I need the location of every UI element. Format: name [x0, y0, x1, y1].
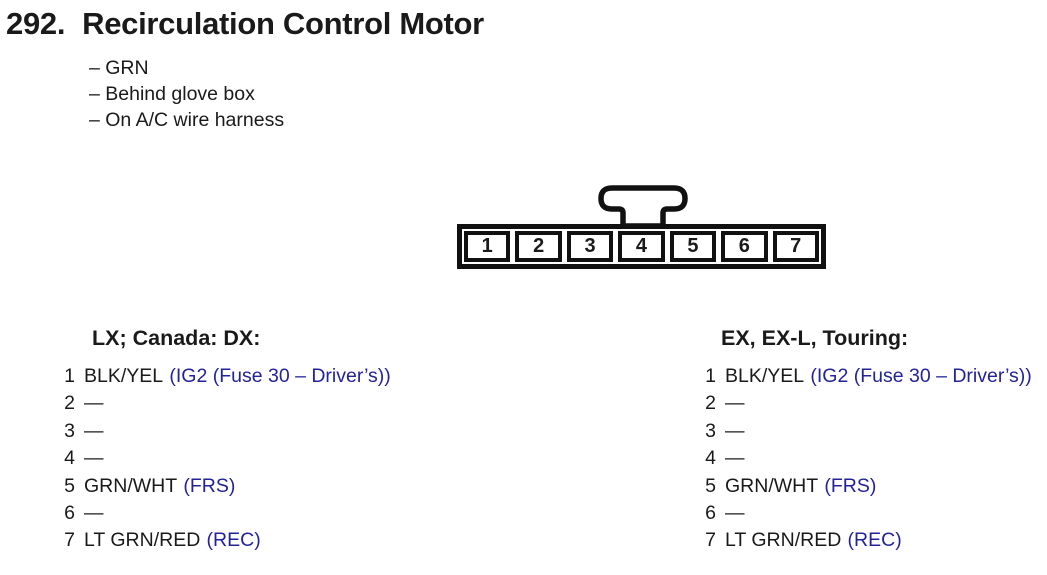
pin-table-ex-touring: EX, EX-L, Touring: 1 BLK/YEL (IG2 (Fuse … — [702, 325, 1032, 555]
pin-number: 7 — [705, 529, 716, 552]
note-line: – Behind glove box — [89, 83, 255, 105]
pin-signal: (REC) — [847, 529, 902, 552]
note-line: – On A/C wire harness — [89, 109, 285, 131]
pin-table-lx-dx: LX; Canada: DX: 1 BLK/YEL (IG2 (Fuse 30 … — [61, 325, 391, 555]
pin-signal: (FRS) — [183, 474, 236, 497]
pin-number: 1 — [64, 365, 75, 387]
pin-row: 3 — — [61, 418, 391, 445]
connector-pin-cell: 7 — [772, 231, 819, 262]
pin-number: 2 — [64, 392, 75, 415]
page-title: 292. Recirculation Control Motor — [6, 6, 484, 42]
pin-wire-color: — — [84, 447, 104, 470]
pin-signal: (REC) — [206, 529, 261, 552]
pin-wire-color: LT GRN/RED — [725, 529, 842, 552]
pin-row: 2 — — [61, 390, 391, 417]
pin-table-header: EX, EX-L, Touring: — [721, 326, 909, 350]
pin-number: 3 — [705, 419, 716, 442]
pin-row: 7 LT GRN/RED (REC) — [61, 527, 391, 554]
pin-wire-color: — — [725, 447, 745, 470]
pin-wire-color: BLK/YEL — [725, 365, 805, 387]
pin-wire-color: — — [725, 392, 745, 415]
pin-number: 3 — [64, 419, 75, 442]
section-title: Recirculation Control Motor — [82, 6, 484, 41]
connector-diagram: 1 2 3 4 5 6 7 — [457, 224, 826, 269]
pin-number: 6 — [64, 502, 75, 525]
pin-rows: 1 BLK/YEL (IG2 (Fuse 30 – Driver’s)) 2 —… — [702, 363, 1032, 555]
connector-tab-icon — [598, 185, 688, 226]
pin-number: 5 — [64, 474, 75, 497]
connector-pin-cell: 4 — [618, 231, 665, 262]
pin-wire-color: GRN/WHT — [84, 474, 178, 497]
pin-number: 4 — [64, 447, 75, 470]
pin-wire-color: — — [84, 502, 104, 525]
note-line: – GRN — [89, 57, 149, 79]
connector-pin-cell: 1 — [464, 231, 511, 262]
pin-row: 7 LT GRN/RED (REC) — [702, 527, 1032, 554]
pin-number: 1 — [705, 365, 716, 387]
pin-row: 5 GRN/WHT (FRS) — [702, 473, 1032, 500]
pin-row: 6 — — [61, 500, 391, 527]
pin-row: 1 BLK/YEL (IG2 (Fuse 30 – Driver’s)) — [61, 363, 391, 390]
pin-wire-color: GRN/WHT — [725, 474, 819, 497]
pin-table-header: LX; Canada: DX: — [92, 326, 261, 350]
pin-number: 5 — [705, 474, 716, 497]
connector-pin-cell: 3 — [566, 231, 614, 262]
pin-wire-color: — — [725, 419, 745, 442]
pin-row: 5 GRN/WHT (FRS) — [61, 473, 391, 500]
pin-rows: 1 BLK/YEL (IG2 (Fuse 30 – Driver’s)) 2 —… — [61, 363, 391, 555]
pin-signal: (IG2 (Fuse 30 – Driver’s)) — [810, 365, 1032, 387]
pin-wire-color: BLK/YEL — [84, 365, 164, 387]
pin-wire-color: — — [84, 392, 104, 415]
notes-list: – GRN – Behind glove box – On A/C wire h… — [89, 55, 284, 133]
pin-row: 4 — — [702, 445, 1032, 472]
pin-row: 2 — — [702, 390, 1032, 417]
pin-wire-color: — — [725, 502, 745, 525]
pin-signal: (IG2 (Fuse 30 – Driver’s)) — [169, 365, 391, 387]
pin-signal: (FRS) — [824, 474, 877, 497]
pin-wire-color: LT GRN/RED — [84, 529, 201, 552]
connector-pin-cell: 2 — [515, 231, 562, 262]
pin-number: 7 — [64, 529, 75, 552]
section-number: 292. — [6, 6, 66, 41]
connector-pin-cell: 5 — [669, 231, 717, 262]
pin-row: 1 BLK/YEL (IG2 (Fuse 30 – Driver’s)) — [702, 363, 1032, 390]
pin-row: 6 — — [702, 500, 1032, 527]
pin-number: 4 — [705, 447, 716, 470]
pin-wire-color: — — [84, 419, 104, 442]
pin-row: 3 — — [702, 418, 1032, 445]
pin-number: 6 — [705, 502, 716, 525]
connector-pin-cell: 6 — [721, 231, 768, 262]
pin-number: 2 — [705, 392, 716, 415]
pin-row: 4 — — [61, 445, 391, 472]
